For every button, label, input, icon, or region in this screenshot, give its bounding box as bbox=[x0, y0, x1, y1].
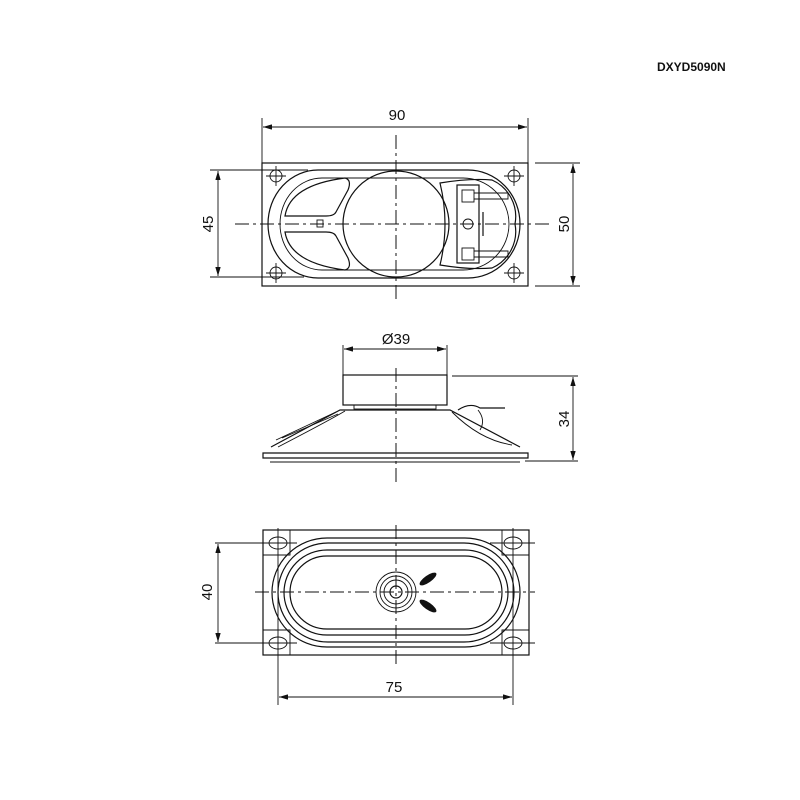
dimension-hole-spacing-75: 75 bbox=[386, 679, 403, 696]
dimension-inner-height-45: 45 bbox=[200, 216, 217, 233]
dimension-height-40: 40 bbox=[199, 584, 216, 601]
dimension-height-50: 50 bbox=[556, 216, 573, 233]
dimension-width-90: 90 bbox=[389, 107, 406, 124]
side-view: Ø39 34 bbox=[262, 331, 578, 482]
model-number: DXYD5090N bbox=[657, 60, 726, 74]
bottom-view: 40 75 bbox=[199, 525, 535, 705]
dimension-depth-34: 34 bbox=[556, 411, 573, 428]
dimension-magnet-diameter: Ø39 bbox=[382, 331, 410, 348]
top-view: 90 45 50 bbox=[200, 107, 580, 300]
